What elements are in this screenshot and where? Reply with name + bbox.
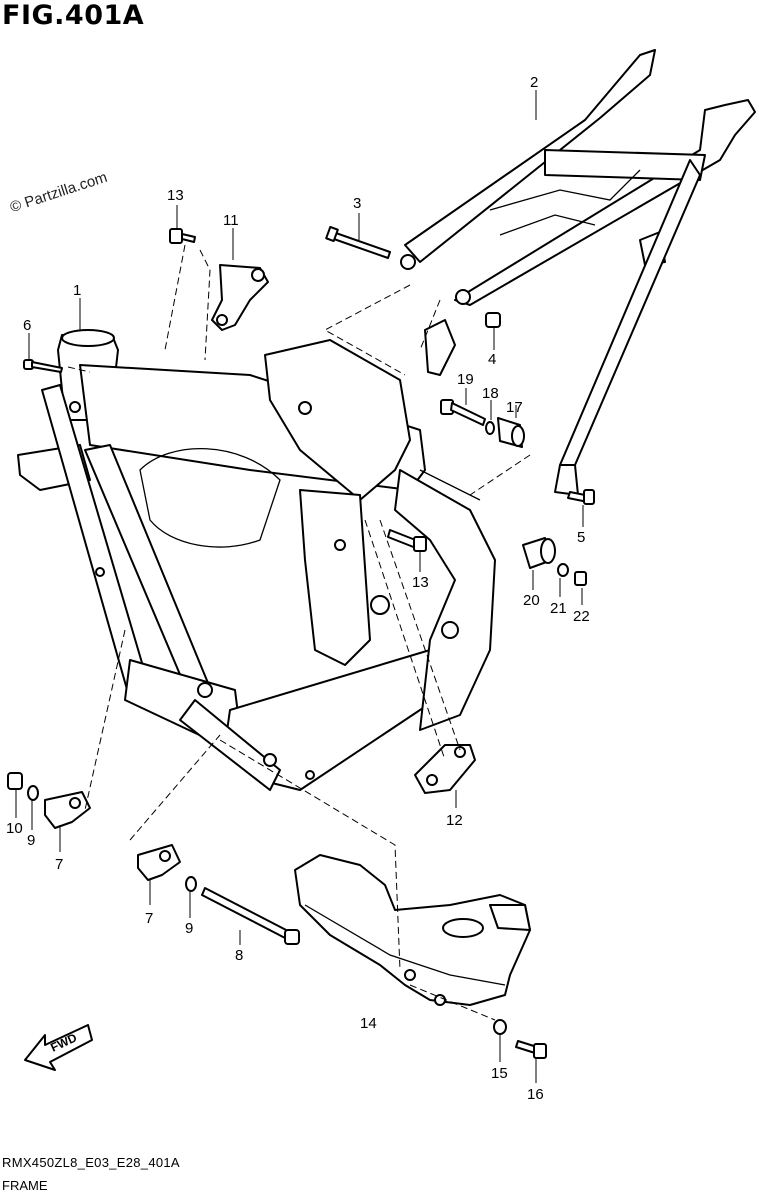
mount-7-upper[interactable] — [44, 791, 91, 829]
callout-numbers: 1 2 3 4 5 6 7 7 8 9 9 10 11 12 13 13 14 … — [6, 74, 590, 1103]
callout-10: 10 — [6, 820, 23, 837]
bolt-13-lower[interactable] — [387, 529, 427, 552]
callout-2: 2 — [530, 74, 538, 91]
bushing-17[interactable] — [497, 417, 525, 448]
callout-9-lower: 9 — [185, 920, 193, 937]
bolt-6[interactable] — [23, 359, 63, 373]
callout-4: 4 — [488, 351, 496, 368]
callout-13-lower: 13 — [412, 574, 429, 591]
callout-18: 18 — [482, 385, 499, 402]
nut-10[interactable] — [7, 772, 23, 790]
callout-8: 8 — [235, 947, 243, 964]
footer-code: RMX450ZL8_E03_E28_401A — [2, 1155, 180, 1170]
main-frame[interactable] — [17, 329, 496, 791]
callout-13-upper: 13 — [167, 187, 184, 204]
skid-plate[interactable] — [294, 854, 531, 1006]
callout-5: 5 — [577, 529, 585, 546]
bushing-20[interactable] — [522, 537, 556, 569]
callout-22: 22 — [573, 608, 590, 625]
callout-19: 19 — [457, 371, 474, 388]
assembly-lines — [67, 244, 531, 1021]
bolt-8[interactable] — [201, 887, 300, 945]
callout-3: 3 — [353, 195, 361, 212]
washer-9-lower[interactable] — [185, 876, 197, 892]
rear-subframe[interactable] — [400, 49, 756, 496]
callout-6: 6 — [23, 317, 31, 334]
callout-9-upper: 9 — [27, 832, 35, 849]
bolt-16[interactable] — [515, 1040, 547, 1059]
washer-18[interactable] — [485, 421, 495, 435]
fwd-arrow-icon: FWD — [24, 1024, 93, 1071]
washer-21[interactable] — [557, 563, 569, 577]
callout-21: 21 — [550, 600, 567, 617]
callout-17: 17 — [506, 399, 523, 416]
callout-20: 20 — [523, 592, 540, 609]
nut-22[interactable] — [574, 571, 587, 586]
callout-16: 16 — [527, 1086, 544, 1103]
mount-7-lower[interactable] — [137, 844, 181, 881]
callout-7-lower: 7 — [145, 910, 153, 927]
callout-11: 11 — [223, 212, 239, 229]
callout-15: 15 — [491, 1065, 508, 1082]
bolt-13-upper[interactable] — [169, 228, 196, 244]
nut-4[interactable] — [485, 312, 501, 328]
bolt-19[interactable] — [440, 399, 486, 426]
bracket-12[interactable] — [414, 744, 476, 794]
washer-9-upper[interactable] — [27, 785, 39, 801]
callout-7-upper: 7 — [55, 856, 63, 873]
callout-12: 12 — [446, 812, 463, 829]
figure-title: FIG.401A — [2, 0, 145, 31]
callout-14: 14 — [360, 1015, 377, 1032]
callout-1: 1 — [73, 282, 81, 299]
washer-15[interactable] — [493, 1019, 507, 1035]
leader-lines — [15, 90, 584, 1083]
bolt-5[interactable] — [567, 489, 595, 505]
bolt-3[interactable] — [325, 225, 391, 259]
footer-name: FRAME — [2, 1178, 48, 1193]
